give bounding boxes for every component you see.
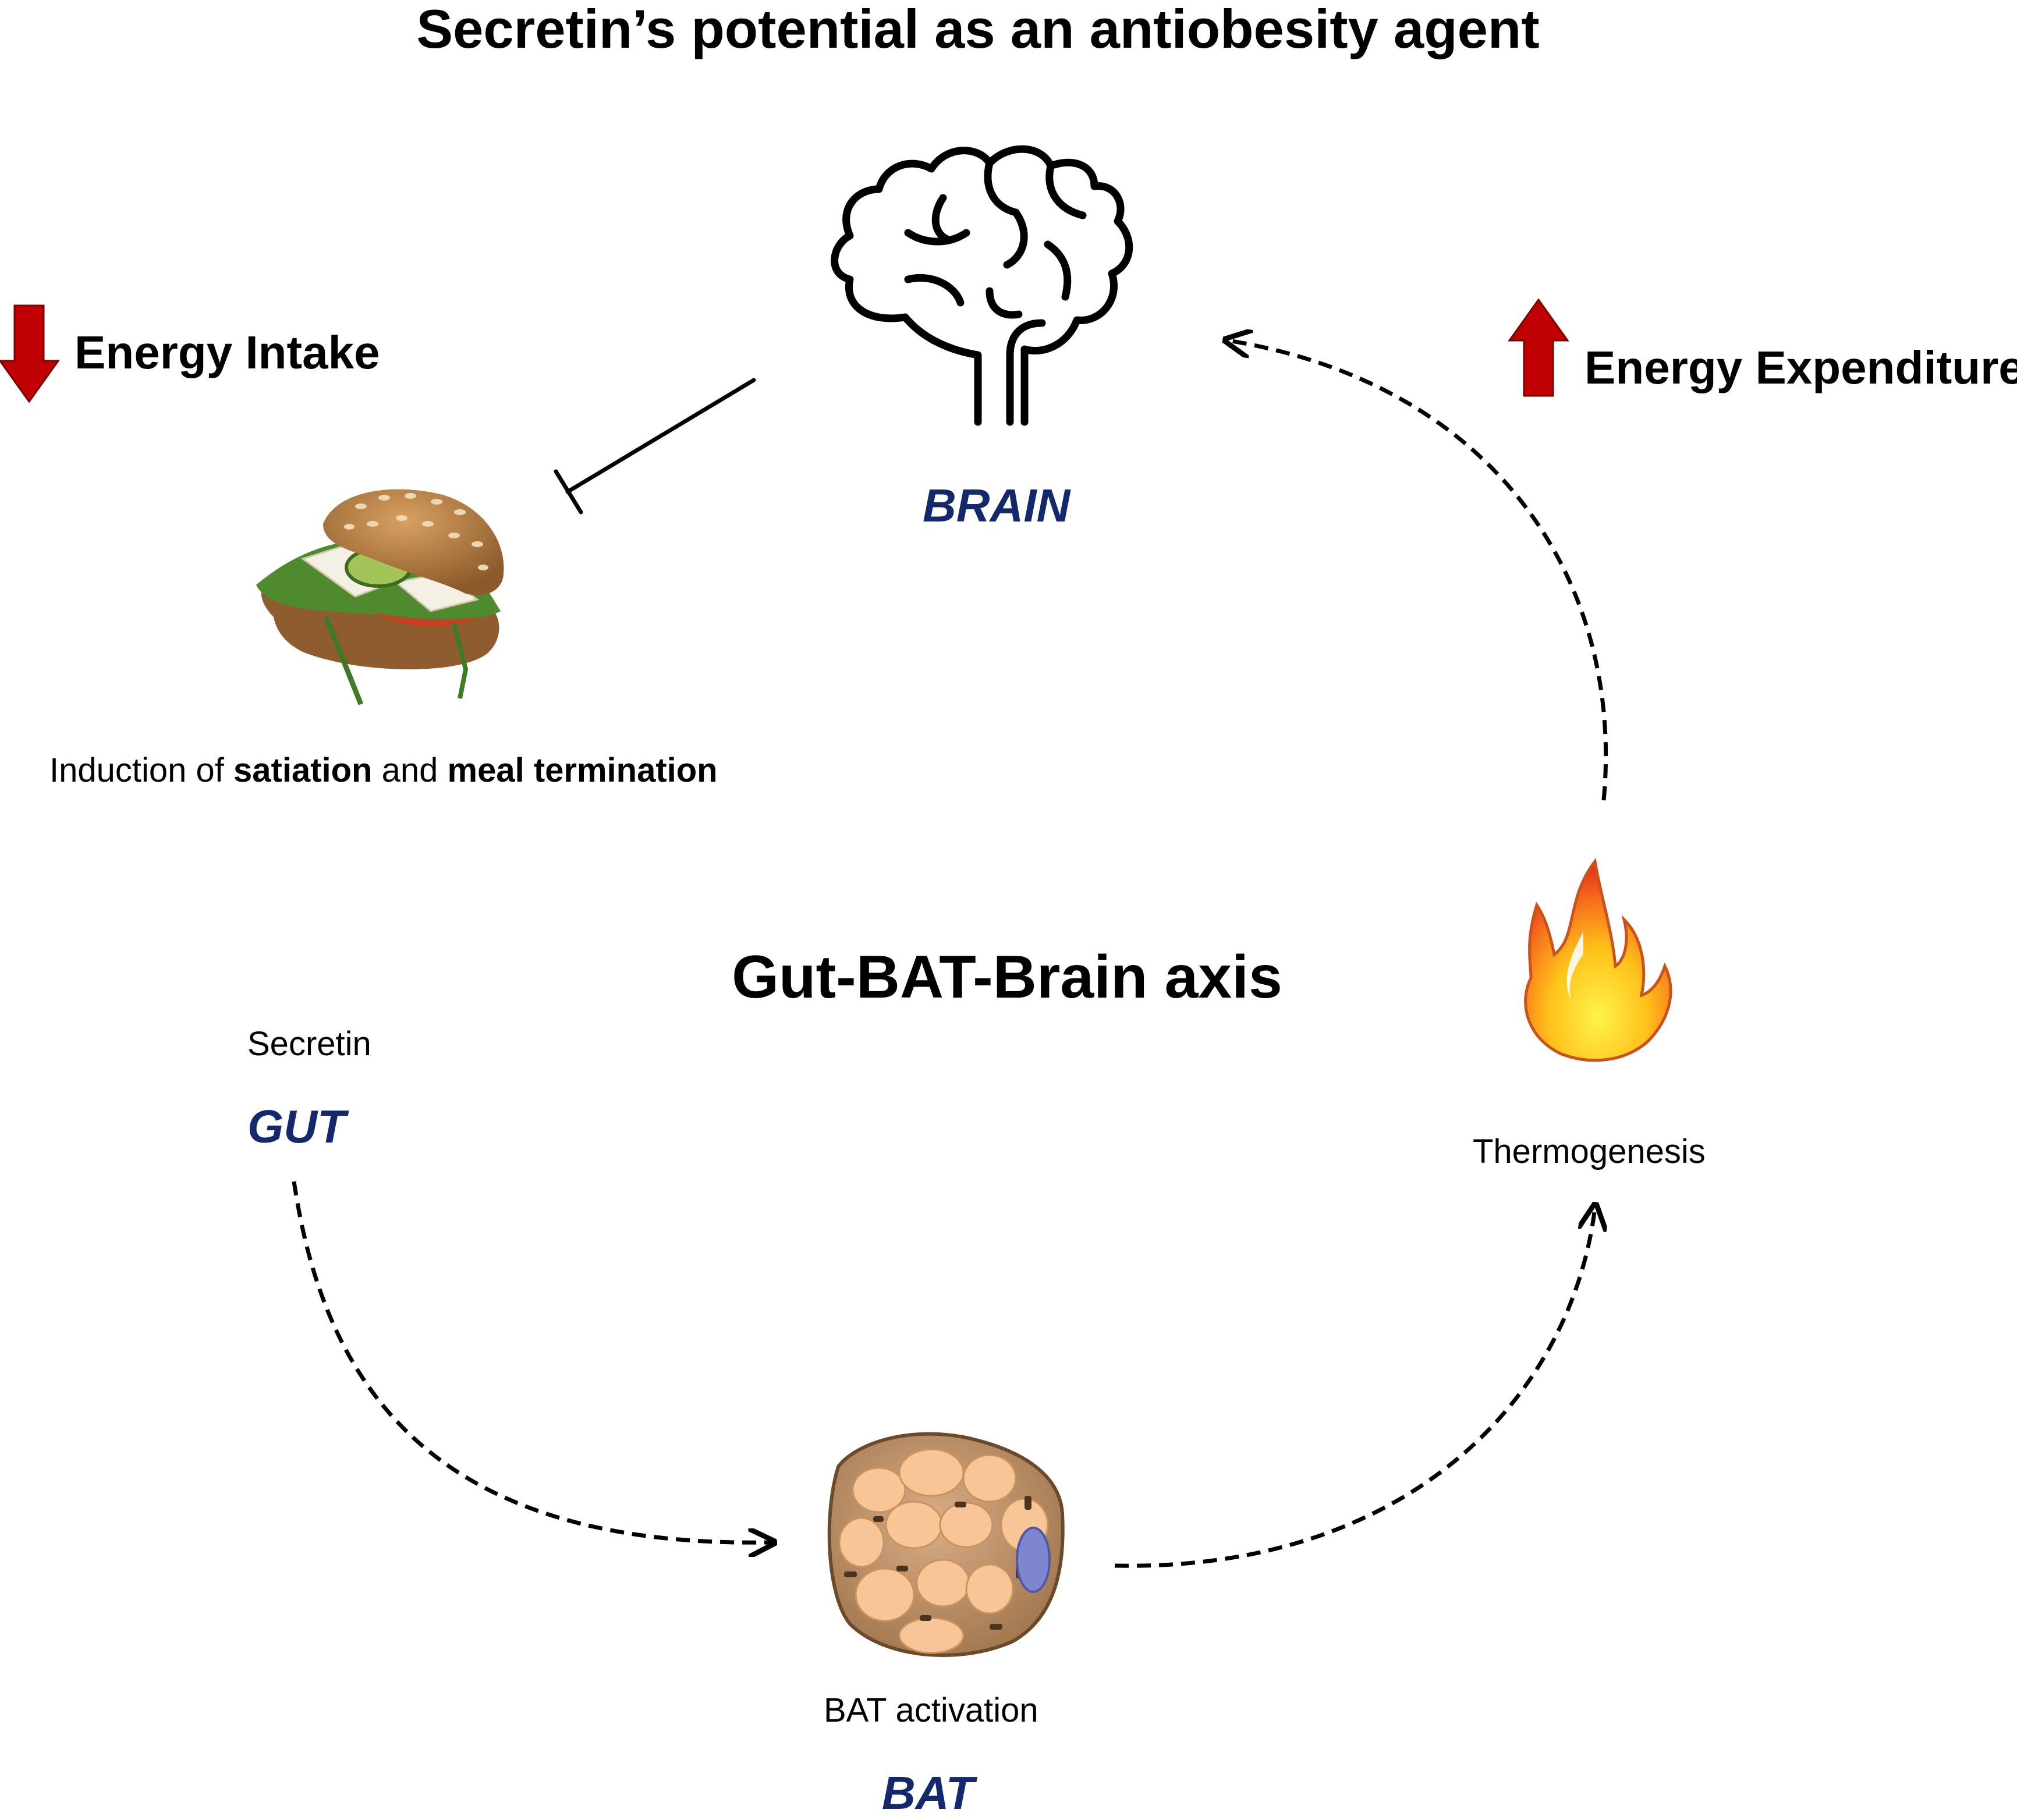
flame-icon [1524,857,1672,1062]
center-axis-label: Gut-BAT-Brain axis [732,943,1282,1011]
energy-intake-down-arrow [0,304,60,403]
food-caption-prefix: Induction of [49,751,233,789]
food-caption-middle: and [372,751,448,789]
thermogenesis-caption: Thermogenesis [1473,1133,1706,1170]
bat-caption: BAT activation [824,1691,1038,1729]
gut-caption: Secretin [247,1025,371,1063]
arrow-gut-to-bat [292,1181,771,1542]
food-caption-meal-termination: meal termination [447,751,718,789]
diagram-title: Secretin’s potential as an antiobesity a… [416,0,1540,59]
energy-expenditure-label: Energy Expenditure [1584,342,2017,393]
arrow-thermogenesis-to-brain [1228,340,1608,801]
energy-intake-label: Energy Intake [75,327,380,378]
brown-adipocyte-icon [827,1432,1065,1657]
bat-label: BAT [882,1767,974,1819]
arrow-bat-to-thermogenesis [1114,1208,1595,1568]
energy-expenditure-up-arrow [1508,298,1569,397]
gut-label: GUT [247,1101,346,1152]
food-caption: Induction of satiation and meal terminat… [49,751,718,790]
brain-label: BRAIN [923,480,1070,531]
brain-icon [831,145,1133,426]
sandwich-icon [256,489,504,705]
inhibition-arrow [554,378,756,515]
food-caption-satiation: satiation [233,751,373,789]
